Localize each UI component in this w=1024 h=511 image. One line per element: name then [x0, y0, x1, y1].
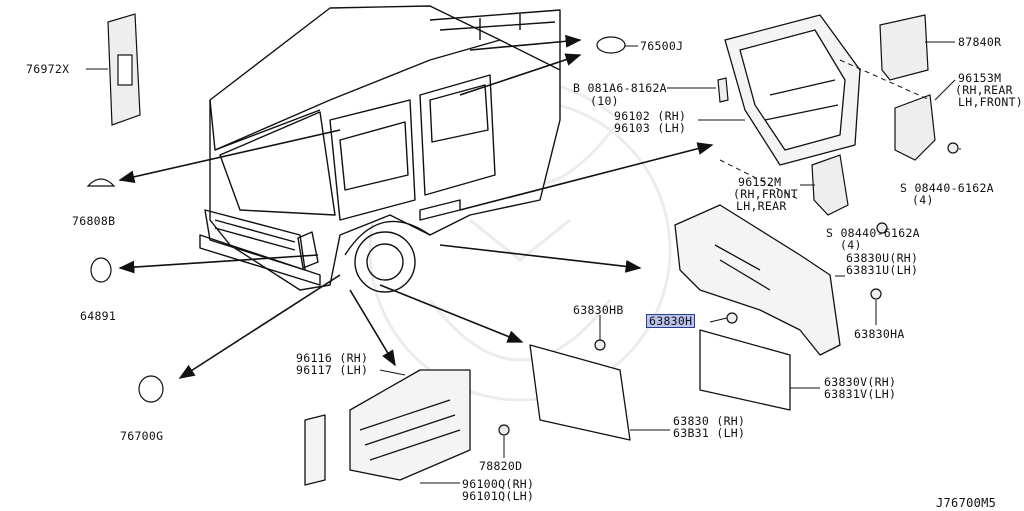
clip-63830H-icon — [726, 312, 738, 324]
truck-illustration — [199, 5, 561, 293]
screw-mid-icon — [876, 222, 888, 234]
label-96101Q: 96101Q(LH) — [462, 489, 535, 503]
bracket-96152M-icon — [811, 154, 849, 216]
plug-64891-icon — [90, 257, 112, 283]
plug-76808B-icon — [86, 178, 116, 187]
label-78820D: 78820D — [479, 459, 523, 473]
label-76500J: 76500J — [640, 39, 684, 53]
label-63830: 63830 (RH) — [673, 414, 746, 428]
label-96152M-side1: (RH,FRONT — [733, 187, 799, 201]
screw-top-icon — [947, 142, 959, 154]
label-63830HA: 63830HA — [854, 327, 905, 341]
label-87840R: 87840R — [958, 35, 1002, 49]
figure-code: J76700M5 — [936, 496, 997, 510]
label-bolt-081A6: B 081A6-8162A — [573, 81, 667, 95]
label-63830H-selected[interactable]: 63830H — [646, 314, 696, 328]
step-96116-icon — [349, 369, 471, 481]
part-icons — [86, 13, 959, 436]
bolt-78820D-icon — [498, 424, 510, 436]
label-64891: 64891 — [80, 309, 117, 323]
label-63830U: 63830U(RH) — [846, 251, 919, 265]
bolt-081A6-icon — [717, 77, 729, 103]
label-96153M-side1: (RH,REAR — [955, 83, 1013, 97]
label-96102: 96102 (RH) — [614, 109, 687, 123]
cap-76500J-icon — [596, 36, 626, 54]
label-76700G: 76700G — [120, 429, 164, 443]
label-screw-mid: S 08440-6162A — [826, 226, 920, 240]
mud-flap-63830V-icon — [699, 329, 791, 411]
leader-lines — [86, 41, 961, 484]
mud-flap-63830-icon — [529, 344, 631, 441]
label-screw-top-qty: (4) — [912, 193, 934, 207]
label-63830HB: 63830HB — [573, 303, 624, 317]
label-63831U: 63831U(LH) — [846, 263, 919, 277]
splash-shield-63830U-icon — [674, 204, 841, 356]
label-96152M: 96152M — [738, 175, 782, 189]
label-76808B: 76808B — [72, 214, 116, 228]
label-96153M-side2: LH,FRONT) — [958, 95, 1024, 109]
label-bolt-081A6-qty: (10) — [590, 94, 619, 108]
screw-63830HA-icon — [870, 288, 882, 300]
label-96153M: 96153M — [958, 71, 1002, 85]
clip-63830HB-icon — [594, 339, 606, 351]
label-63831V: 63831V(LH) — [824, 387, 897, 401]
pointer-arrows — [118, 34, 714, 379]
label-76972X: 76972X — [26, 62, 70, 76]
bracket-96153M-icon — [894, 94, 936, 161]
large-parts — [304, 14, 861, 486]
label-96103: 96103 (LH) — [614, 121, 687, 135]
label-96117: 96117 (LH) — [296, 363, 369, 377]
label-63831: 63B31 (LH) — [673, 426, 746, 440]
label-screw-mid-qty: (4) — [840, 238, 862, 252]
emblem-76972X-slot-icon — [117, 54, 133, 86]
label-63830V: 63830V(RH) — [824, 375, 897, 389]
label-96100Q: 96100Q(RH) — [462, 477, 535, 491]
label-screw-top: S 08440-6162A — [900, 181, 994, 195]
cap-76700G-icon — [138, 375, 164, 403]
cover-87840R-icon — [879, 14, 929, 81]
label-96116: 96116 (RH) — [296, 351, 369, 365]
label-96152M-side2: LH,REAR — [736, 199, 787, 213]
